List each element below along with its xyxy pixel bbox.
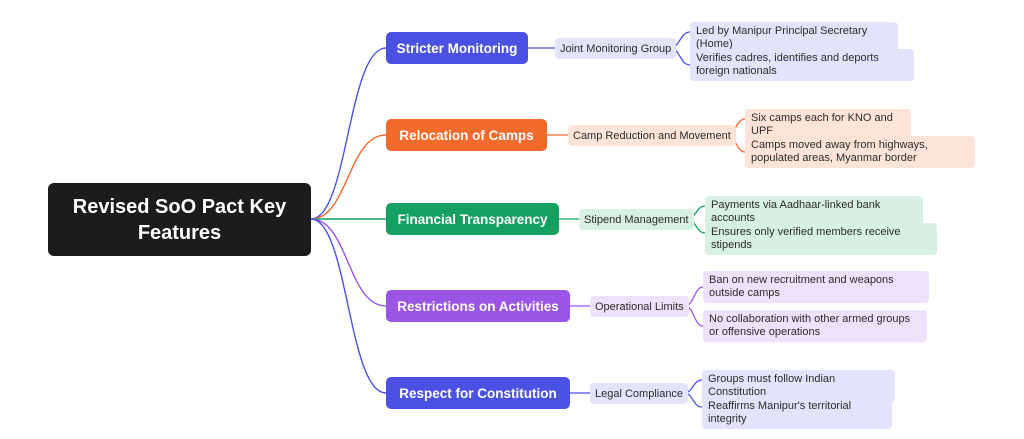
leaf-territorial-integrity[interactable]: Reaffirms Manipur's territorial integrit…	[702, 397, 892, 429]
leaf-label: Reaffirms Manipur's territorial integrit…	[708, 400, 852, 425]
node-joint-monitoring-group[interactable]: Joint Monitoring Group	[555, 38, 677, 59]
node-label: Legal Compliance	[595, 387, 684, 400]
leaf-label: Payments via Aadhaar-linked bank account…	[711, 199, 881, 224]
edge-root-b1	[310, 134, 387, 220]
branch-label: Stricter Monitoring	[396, 40, 518, 56]
node-label: Stipend Management	[584, 213, 689, 226]
root-node[interactable]: Revised SoO Pact Key Features	[48, 183, 311, 256]
branch-restrictions-on-activities[interactable]: Restrictions on Activities	[386, 290, 570, 322]
leaf-label: Led by Manipur Principal Secretary (Home…	[696, 25, 868, 50]
branch-label: Financial Transparency	[397, 211, 548, 227]
edge-root-b3	[310, 218, 387, 307]
leaf-label: Groups must follow Indian Constitution	[708, 373, 836, 398]
leaf-label: Verifies cadres, identifies and deports …	[696, 52, 879, 77]
leaf-no-collaboration[interactable]: No collaboration with other armed groups…	[703, 310, 927, 342]
branch-label: Relocation of Camps	[399, 127, 534, 143]
node-legal-compliance[interactable]: Legal Compliance	[590, 383, 689, 404]
branch-relocation-of-camps[interactable]: Relocation of Camps	[386, 119, 547, 151]
root-title: Revised SoO Pact Key Features	[72, 195, 287, 244]
node-stipend-management[interactable]: Stipend Management	[579, 209, 694, 230]
edge-root-b0	[310, 47, 387, 220]
node-label: Joint Monitoring Group	[560, 42, 672, 55]
branch-financial-transparency[interactable]: Financial Transparency	[386, 203, 559, 235]
leaf-label: No collaboration with other armed groups…	[709, 313, 911, 338]
leaf-ban-recruitment[interactable]: Ban on new recruitment and weapons outsi…	[703, 271, 929, 303]
leaf-label: Ban on new recruitment and weapons outsi…	[709, 274, 894, 299]
branch-respect-for-constitution[interactable]: Respect for Constitution	[386, 377, 570, 409]
branch-stricter-monitoring[interactable]: Stricter Monitoring	[386, 32, 528, 64]
leaf-follow-constitution[interactable]: Groups must follow Indian Constitution	[702, 370, 895, 402]
leaf-label: Six camps each for KNO and UPF	[751, 112, 893, 137]
node-label: Operational Limits	[595, 300, 684, 313]
leaf-camps-moved[interactable]: Camps moved away from highways, populate…	[745, 136, 975, 168]
leaf-payments-aadhaar[interactable]: Payments via Aadhaar-linked bank account…	[705, 196, 923, 228]
node-label: Camp Reduction and Movement	[573, 129, 731, 142]
leaf-label: Ensures only verified members receive st…	[711, 226, 901, 251]
leaf-label: Camps moved away from highways, populate…	[751, 139, 928, 164]
branch-label: Respect for Constitution	[399, 385, 557, 401]
leaf-verified-members[interactable]: Ensures only verified members receive st…	[705, 223, 937, 255]
leaf-led-by-secretary[interactable]: Led by Manipur Principal Secretary (Home…	[690, 22, 898, 54]
leaf-six-camps[interactable]: Six camps each for KNO and UPF	[745, 109, 911, 141]
node-camp-reduction[interactable]: Camp Reduction and Movement	[568, 125, 736, 146]
branch-label: Restrictions on Activities	[397, 298, 559, 314]
node-operational-limits[interactable]: Operational Limits	[590, 296, 689, 317]
edge-root-b4	[310, 218, 387, 394]
leaf-verifies-cadres[interactable]: Verifies cadres, identifies and deports …	[690, 49, 914, 81]
